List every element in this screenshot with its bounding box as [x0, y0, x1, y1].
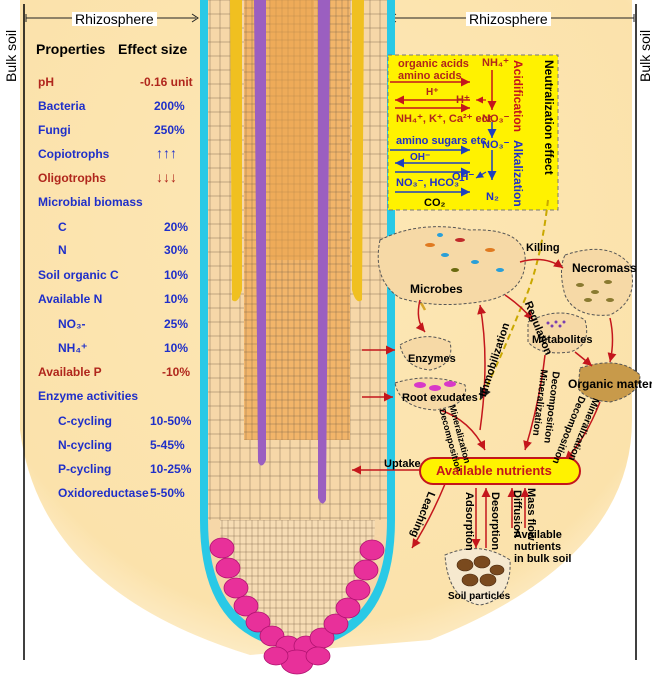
organic-acids-label: organic acids: [398, 59, 469, 70]
row-value: 20%: [164, 221, 188, 233]
row-value: 30%: [164, 244, 188, 256]
adsorption-label: Adsorption: [463, 492, 474, 551]
rhizosphere-left-label: Rhizosphere: [72, 12, 157, 26]
row-label: Oligotrophs: [38, 172, 106, 184]
desorption-label: Desorption: [489, 492, 500, 550]
microbes-label: Microbes: [410, 283, 463, 295]
row-value: 10-25%: [150, 463, 191, 475]
row-label: N: [58, 244, 67, 256]
nh4-label: NH₄⁺: [482, 58, 509, 69]
acidification-label: Acidification: [512, 60, 524, 132]
phloem-left: [230, 0, 242, 301]
row-label: Copiotrophs: [38, 148, 109, 160]
row-label: Enzyme activities: [38, 390, 138, 402]
row-label: N-cycling: [58, 439, 112, 451]
oh-left-label: OH⁻: [410, 153, 430, 163]
killing-label: Killing: [526, 243, 560, 254]
available-nutrients-label: Available nutrients: [436, 464, 552, 477]
row-label: Available P: [38, 366, 102, 378]
soil-particles-label: Soil particles: [448, 592, 510, 602]
row-label: Microbial biomass: [38, 196, 143, 208]
row-value: 200%: [154, 100, 185, 112]
row-label: C-cycling: [58, 415, 112, 427]
effect-size-header: Effect size: [118, 42, 187, 56]
cations-label: NH₄⁺, K⁺, Ca²⁺ ect.: [396, 114, 494, 125]
amino-acids-label: amino acids: [398, 71, 462, 82]
row-value: 250%: [154, 124, 185, 136]
row-value: 5-50%: [150, 487, 185, 499]
row-label: Available N: [38, 293, 102, 305]
row-value: 10%: [164, 293, 188, 305]
h-plus-left-label: H⁺: [426, 88, 439, 98]
uptake-label: Uptake: [384, 459, 421, 470]
row-label: Bacteria: [38, 100, 85, 112]
row-label: Soil organic C: [38, 269, 119, 281]
enzymes-label: Enzymes: [408, 354, 456, 365]
metabolites-label: Metabolites: [532, 335, 593, 346]
row-label: Oxidoreductase: [58, 487, 149, 499]
row-value: ↑↑↑: [156, 146, 177, 160]
properties-header: Properties: [36, 42, 105, 56]
row-label: Fungi: [38, 124, 71, 136]
row-value: -0.16 unit: [140, 76, 193, 88]
necromass-cluster: [562, 249, 633, 315]
phloem-right: [352, 0, 364, 301]
rhizosphere-right-label: Rhizosphere: [466, 12, 551, 26]
bulk-nutrients-label-2: nutrients: [514, 542, 561, 553]
co2-label: CO₂: [424, 198, 445, 209]
amino-sugars-label: amino sugars etc.: [396, 136, 490, 147]
root-exudates-label: Root exudates: [402, 393, 478, 404]
row-label: C: [58, 221, 67, 233]
bulk-soil-right-label: Bulk soil: [638, 30, 652, 82]
alkalization-label: Alkalization: [512, 140, 524, 207]
row-value: 25%: [164, 318, 188, 330]
neutralization-label: Neutralization effect: [543, 60, 555, 175]
row-value: 10%: [164, 269, 188, 281]
organic-matter-label: Organic matter: [568, 378, 652, 390]
row-label: pH: [38, 76, 54, 88]
h-plus-right-label: H⁺: [456, 95, 470, 106]
no3-a-label: NO₃⁻: [482, 114, 509, 125]
n2-label: N₂: [486, 192, 499, 203]
row-value: -10%: [162, 366, 190, 378]
no3-b-label: NO₃⁻: [482, 140, 509, 151]
bulk-nutrients-label-3: in bulk soil: [514, 554, 571, 565]
oh-right-label: OH⁻: [452, 172, 474, 183]
row-label: NH₄⁺: [58, 342, 87, 354]
row-label: P-cycling: [58, 463, 111, 475]
row-value: 10%: [164, 342, 188, 354]
row-value: 5-45%: [150, 439, 185, 451]
bulk-soil-left-label: Bulk soil: [4, 30, 18, 82]
row-label: NO₃-: [58, 318, 86, 330]
bulk-nutrients-label-1: Available: [514, 530, 562, 541]
necromass-label: Necromass: [572, 262, 637, 274]
row-value: 10-50%: [150, 415, 191, 427]
row-value: ↓↓↓: [156, 170, 177, 184]
